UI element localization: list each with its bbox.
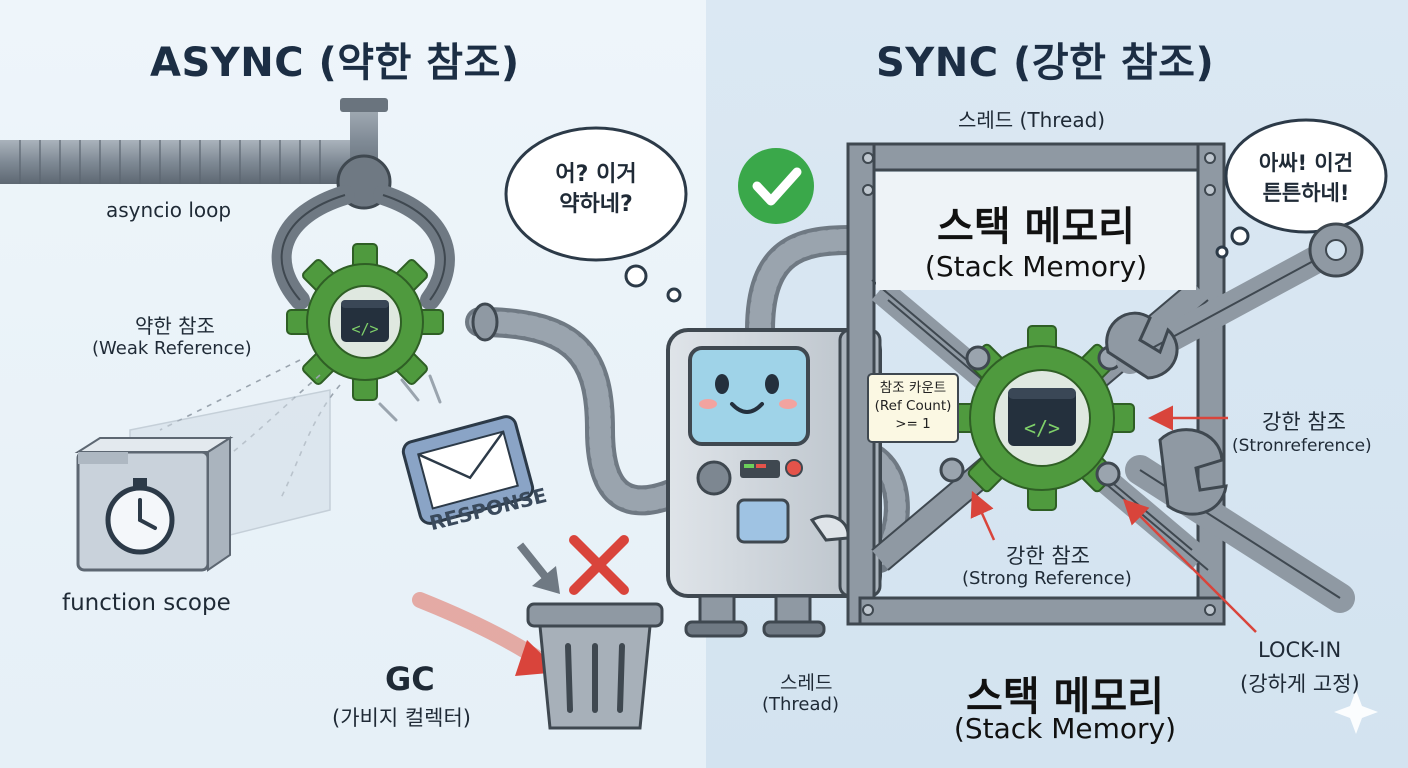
check-icon bbox=[738, 148, 814, 224]
stopwatch-icon bbox=[105, 478, 175, 555]
code-icon: </> bbox=[341, 300, 389, 342]
speech-bubble-sync bbox=[1215, 118, 1388, 259]
function-scope-box bbox=[74, 389, 331, 572]
red-arrows bbox=[970, 405, 1257, 633]
strong-ref-bottom-en: (Strong Reference) bbox=[962, 568, 1132, 589]
speech-line-1: 아싸! 이건 bbox=[1258, 151, 1354, 175]
ref-count-text: 참조 카운트 (Ref Count) >= 1 bbox=[868, 379, 958, 433]
ref-count-line-2: (Ref Count) bbox=[874, 398, 952, 414]
strong-ref-bottom-ko: 강한 참조 bbox=[1006, 544, 1090, 568]
gc-subtitle: (가비지 컬렉터) bbox=[332, 706, 471, 730]
wrench-icon bbox=[1125, 428, 1355, 613]
stack-bottom-ko: 스택 메모리 bbox=[966, 674, 1164, 720]
thought-text: 어? 이거 약하네? bbox=[530, 160, 662, 220]
svg-text:</>: </> bbox=[1024, 416, 1060, 440]
thought-line-1: 어? 이거 bbox=[555, 162, 637, 187]
ref-count-line-3: >= 1 bbox=[895, 416, 931, 432]
speech-line-2: 튼튼하네! bbox=[1262, 181, 1350, 205]
thread-bottom-sub: (Thread) bbox=[762, 694, 839, 715]
stack-top-ko: 스택 메모리 bbox=[937, 204, 1135, 250]
strong-ref-right-ko: 강한 참조 bbox=[1262, 410, 1346, 434]
asyncio-loop-label: asyncio loop bbox=[106, 198, 232, 222]
stack-top-en: (Stack Memory) bbox=[924, 250, 1148, 283]
stack-bottom-en: (Stack Memory) bbox=[953, 712, 1177, 745]
async-title: ASYNC (약한 참조) bbox=[150, 40, 520, 86]
envelope-icon bbox=[378, 374, 535, 525]
thread-top-label: 스레드 (Thread) bbox=[958, 108, 1106, 132]
cross-icon bbox=[569, 535, 629, 595]
ref-count-note bbox=[867, 373, 959, 443]
wrench-icon bbox=[1105, 222, 1364, 380]
robot-icon bbox=[666, 328, 882, 638]
svg-text:</>: </> bbox=[351, 320, 378, 338]
asyncio-pipe bbox=[0, 98, 388, 184]
trash-can-icon bbox=[526, 602, 664, 730]
gc-title: GC bbox=[385, 660, 435, 698]
weak-reference-lines bbox=[159, 359, 341, 501]
claw-icon bbox=[271, 154, 455, 310]
sync-title: SYNC (강한 참조) bbox=[876, 40, 1215, 86]
thought-bubble-async bbox=[504, 126, 688, 303]
lockin-label: LOCK-IN bbox=[1258, 638, 1342, 662]
speech-text: 아싸! 이건 튼튼하네! bbox=[1236, 148, 1376, 208]
code-icon: </> bbox=[1008, 388, 1076, 446]
gc-arrow bbox=[412, 592, 548, 668]
lockin-sub: (강하게 고정) bbox=[1240, 672, 1360, 696]
strong-ref-right-en: (Stronreference) bbox=[1232, 436, 1372, 456]
sparkle-icon bbox=[1334, 690, 1378, 734]
bolts bbox=[939, 345, 1123, 487]
thought-line-2: 약하네? bbox=[559, 192, 633, 217]
function-scope-label: function scope bbox=[62, 590, 231, 616]
gear-icon: </> bbox=[286, 243, 444, 401]
weak-ref-label-en: (Weak Reference) bbox=[92, 338, 252, 359]
ref-count-line-1: 참조 카운트 bbox=[879, 380, 947, 396]
weak-ref-label-ko: 약한 참조 bbox=[135, 314, 215, 338]
thread-bottom-label: 스레드 bbox=[780, 672, 833, 694]
gear-icon: </> bbox=[949, 325, 1135, 511]
gray-arrow bbox=[516, 542, 552, 583]
